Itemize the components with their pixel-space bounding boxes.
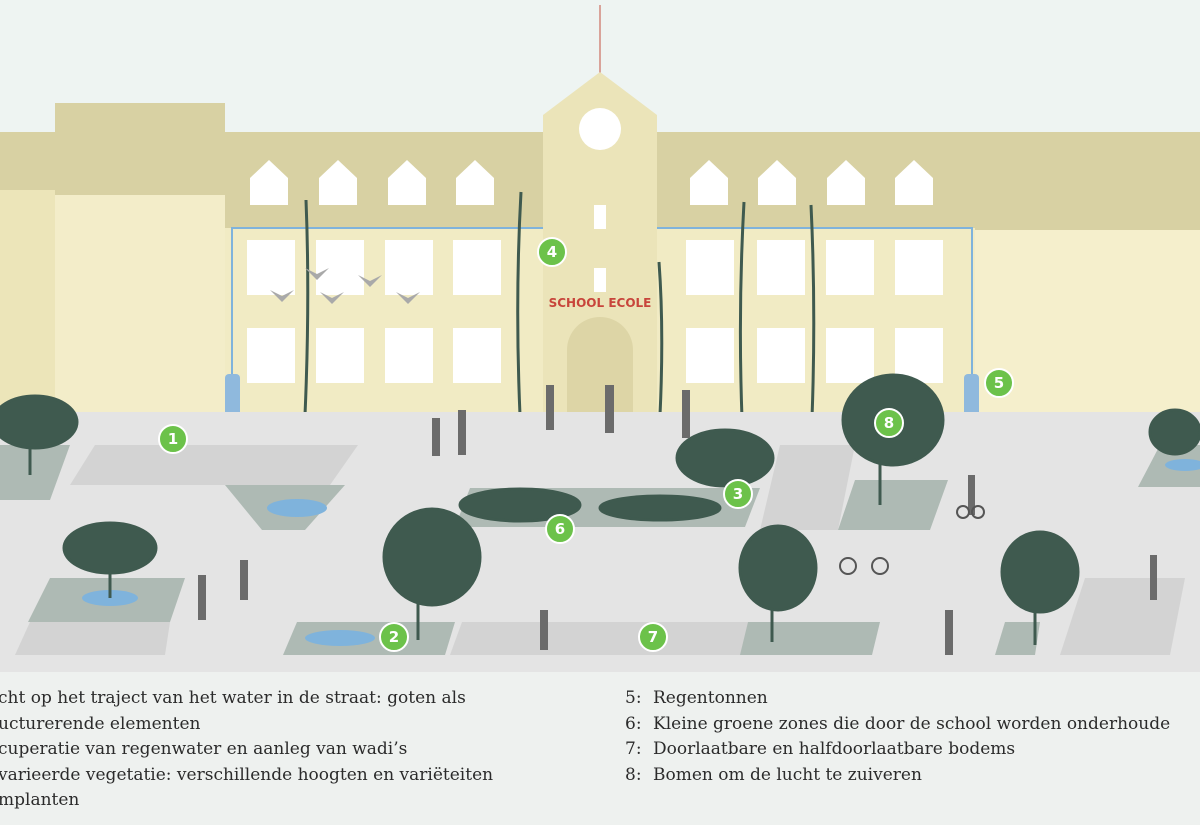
badge-6: 6 <box>545 514 575 544</box>
legend-line: ucturerende elementen <box>0 713 201 734</box>
badge-5: 5 <box>984 368 1014 398</box>
school-street-illustration <box>0 5 1200 672</box>
legend-number: 8: <box>625 764 642 785</box>
building-left <box>0 190 55 412</box>
legend-line: varieerde vegetatie: verschillende hoogt… <box>0 764 494 785</box>
legend-number: 7: <box>625 739 642 759</box>
legend-line: cht op het traject van het water in de s… <box>0 688 466 708</box>
legend-left: cht op het traject van het water in de s… <box>0 686 493 814</box>
legend-item-5: 5: Regentonnen <box>625 686 1170 712</box>
legend-item-6: 6: Kleine groene zones die door de school… <box>625 712 1170 738</box>
legend-right: 5: Regentonnen 6: Kleine groene zones die … <box>625 686 1170 788</box>
badge-7: 7 <box>638 622 668 652</box>
badge-3: 3 <box>723 479 753 509</box>
legend-item-7: 7: Doorlaatbare en halfdoorlaatbare bodem… <box>625 737 1170 763</box>
legend-text: Kleine groene zones die door de school w… <box>653 713 1171 734</box>
badge-1: 1 <box>158 424 188 454</box>
school-door <box>567 317 633 412</box>
badge-4: 4 <box>537 237 567 267</box>
clock-tower <box>543 72 657 412</box>
rain-barrel-left <box>225 374 240 420</box>
legend-text: Bomen om de lucht te zuiveren <box>653 764 922 785</box>
legend-line: cuperatie van regenwater en aanleg van w… <box>0 739 408 759</box>
legend-text: Doorlaatbare en halfdoorlaatbare bodems <box>653 739 1016 759</box>
legend-number: 6: <box>625 713 642 734</box>
clock-icon <box>579 108 621 150</box>
badge-2: 2 <box>379 622 409 652</box>
legend-item-8: 8: Bomen om de lucht te zuiveren <box>625 763 1170 789</box>
school-sign: SCHOOL ECOLE <box>548 296 652 310</box>
badge-8: 8 <box>874 408 904 438</box>
legend-text: Regentonnen <box>653 688 768 708</box>
legend-number: 5: <box>625 688 642 708</box>
legend-line: mplanten <box>0 790 80 810</box>
rain-barrel-right <box>964 374 979 420</box>
